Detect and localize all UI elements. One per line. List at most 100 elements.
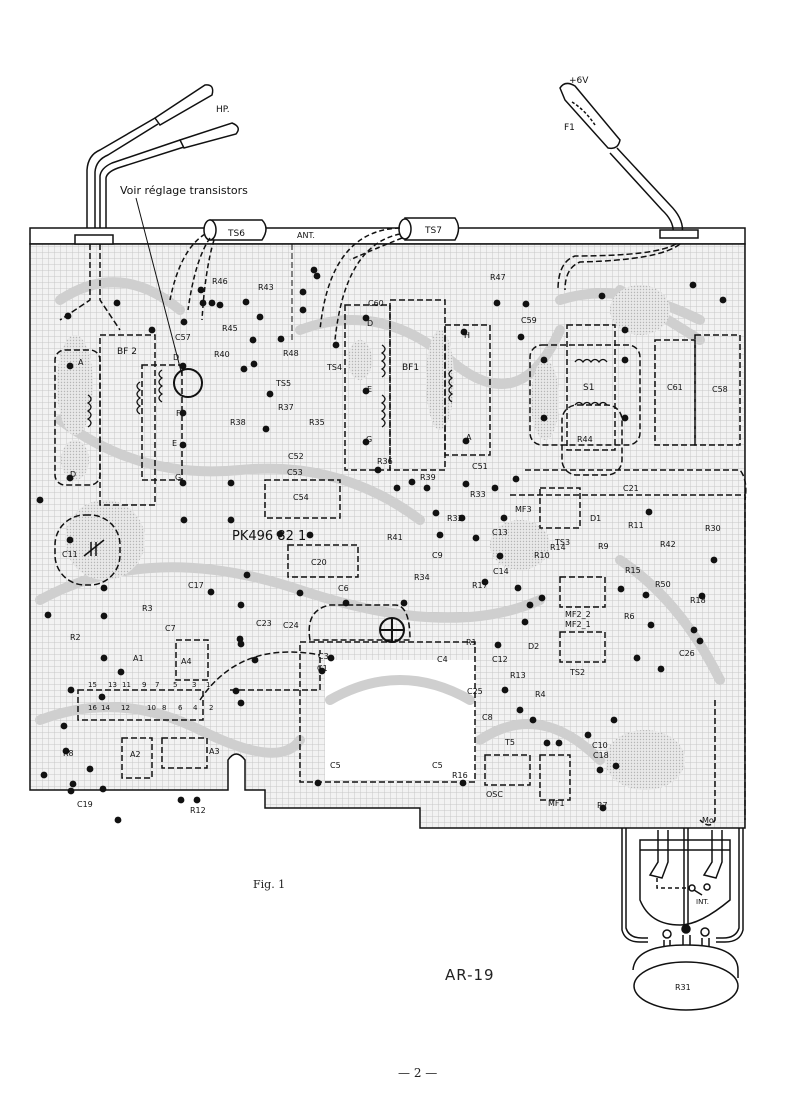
component-label-resistors-4: R48 (283, 349, 299, 358)
component-label-resistors-14: R41 (387, 533, 403, 542)
solder-pad (400, 599, 408, 607)
solder-pad (62, 747, 70, 755)
solder-pad (251, 656, 259, 664)
coil-glyphs (86, 344, 608, 428)
component-label-resistors-6: R37 (278, 403, 294, 412)
component-label-resistors-24: R4 (535, 690, 546, 699)
solder-pad (617, 585, 625, 593)
component-label-resistors-5: R38 (230, 418, 246, 427)
ts7-body (319, 217, 460, 341)
solder-pad (374, 466, 382, 474)
solder-pad (517, 333, 525, 341)
solder-pad (67, 787, 75, 795)
solder-pad (596, 766, 604, 774)
solder-pad (314, 779, 322, 787)
solder-pad (179, 441, 187, 449)
component-label-resistors-35: R7 (597, 801, 608, 810)
component-label-resistors-18: R2 (70, 633, 81, 642)
power-lead (557, 82, 699, 291)
solder-pad (522, 300, 530, 308)
solder-pad (243, 571, 251, 579)
component-label-capacitors-20: C5 (432, 761, 443, 770)
component-label-capacitors-8: C51 (472, 462, 488, 471)
component-label-modules-1: A2 (130, 750, 141, 759)
component-label-capacitors-18: C4 (437, 655, 448, 664)
solder-pad (493, 299, 501, 307)
component-label-transistors-6: T5 (504, 738, 515, 747)
solder-pad (642, 591, 650, 599)
solder-pad (100, 654, 108, 662)
component-label-resistors-12: R33 (470, 490, 486, 499)
solder-pad (657, 665, 665, 673)
solder-pad (710, 556, 718, 564)
solder-pad (306, 531, 314, 539)
component-label-capacitors-26: C8 (482, 713, 493, 722)
component-label-capacitors-12: C23 (256, 619, 272, 628)
solder-pad (148, 326, 156, 334)
component-label-coils-7: OSC (486, 790, 503, 799)
board-marking: PK496 82 1 (232, 529, 306, 544)
component-label-coil_pins-8: G (366, 435, 372, 444)
solder-pad (318, 667, 326, 675)
component-label-resistors-29: R11 (628, 521, 644, 530)
variable-capacitor-c11 (83, 539, 105, 557)
solder-pad (342, 599, 350, 607)
component-label-transistors-4: TS3 (554, 538, 570, 547)
solder-pad (179, 409, 187, 417)
component-label-capacitors-21: C9 (432, 551, 443, 560)
component-label-capacitors-4: C58 (712, 385, 728, 394)
solder-pad (208, 299, 216, 307)
component-labels: BF 2BF1S1MF3MF2_2MF2_1MF1OSCADDEFGDEGHAT… (62, 273, 728, 815)
solder-pad (207, 588, 215, 596)
component-label-module_pins-2: 11 (122, 681, 131, 689)
solder-pad (98, 693, 106, 701)
component-label-capacitors-11: C7 (165, 624, 176, 633)
solder-pad (249, 336, 257, 344)
motor-label: Mo (702, 816, 714, 825)
solder-pad (237, 601, 245, 609)
component-label-coil_pins-4: F (176, 409, 181, 418)
component-label-coil_pins-5: G (175, 473, 181, 482)
solder-pad (698, 592, 706, 600)
component-label-capacitors-0: C57 (175, 333, 191, 342)
component-outlines (54, 299, 747, 826)
component-label-resistors-25: R10 (534, 551, 550, 560)
solder-pad (501, 686, 509, 694)
component-label-resistors-9: R44 (577, 435, 593, 444)
solder-pad (621, 326, 629, 334)
component-label-resistors-8: R47 (490, 273, 506, 282)
solder-pad (500, 514, 508, 522)
ts7-label: TS7 (424, 226, 442, 236)
fuse-label: F1 (564, 123, 575, 133)
component-label-coil_pins-6: D (367, 319, 373, 328)
solder-pad (262, 425, 270, 433)
component-label-resistors-22: R1 (466, 638, 477, 647)
solder-pad (266, 390, 274, 398)
component-label-capacitors-30: C26 (679, 649, 695, 658)
solder-pad (481, 578, 489, 586)
solder-pad (362, 387, 370, 395)
component-label-coils-3: MF3 (515, 505, 532, 514)
solder-pad (540, 356, 548, 364)
solder-pad (621, 356, 629, 364)
component-label-modules-0: A1 (133, 654, 144, 663)
component-label-module_pins-1: 13 (108, 681, 117, 689)
component-label-capacitors-14: C20 (311, 558, 327, 567)
component-label-resistors-21: R16 (452, 771, 468, 780)
solder-pad (250, 360, 258, 368)
solder-pad (521, 618, 529, 626)
solder-pad (538, 594, 546, 602)
component-label-coil_pins-3: E (172, 439, 177, 448)
solder-pad (227, 479, 235, 487)
component-label-coil_pins-10: A (466, 433, 472, 442)
component-label-capacitors-29: C10 (592, 741, 608, 750)
ts6-label: TS6 (227, 229, 245, 239)
component-label-module_pins-12: 8 (162, 704, 166, 712)
component-label-capacitors-19: C5 (330, 761, 341, 770)
solder-pad (696, 637, 704, 645)
solder-pad (690, 626, 698, 634)
component-label-diodes-1: D2 (528, 642, 539, 651)
solder-pad (645, 508, 653, 516)
component-label-resistors-26: R14 (550, 543, 566, 552)
